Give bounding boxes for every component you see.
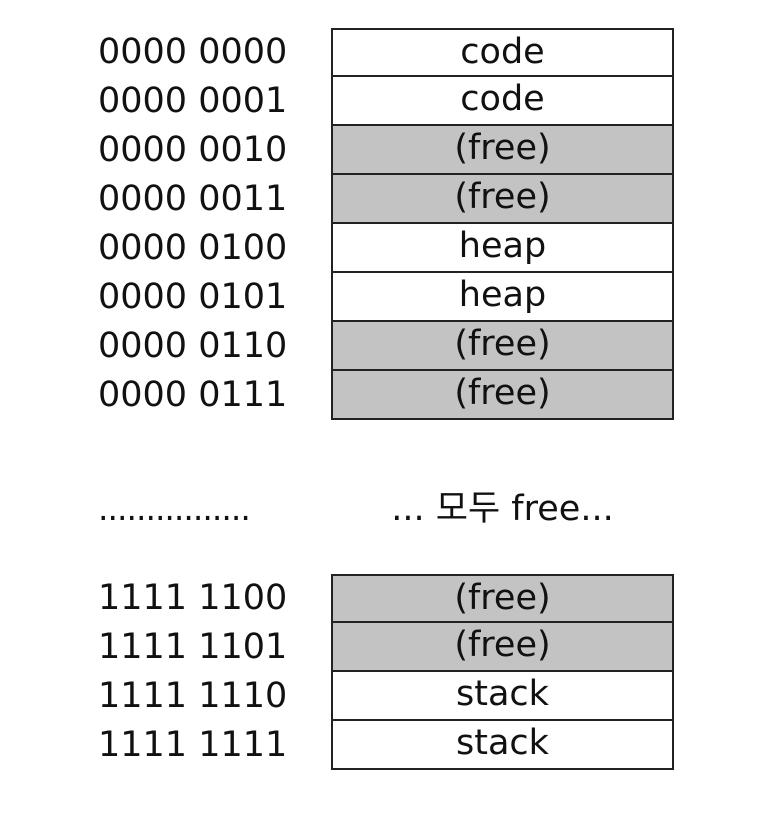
memory-cell-code: code <box>331 77 674 126</box>
address-label: 1111 1101 <box>98 627 288 667</box>
address-label: 1111 1100 <box>98 578 288 618</box>
memory-cell-free: (free) <box>331 623 674 672</box>
address-label: 0000 0001 <box>98 81 288 121</box>
address-label: 0000 0110 <box>98 326 288 366</box>
memory-cell-code: code <box>331 28 674 77</box>
memory-row: 0000 0111 (free) <box>0 371 762 420</box>
address-ellipsis: ................ <box>98 489 251 528</box>
memory-cell-free: (free) <box>331 126 674 175</box>
memory-map-bottom: 1111 1100 (free) 1111 1101 (free) 1111 1… <box>0 574 762 770</box>
memory-row: 0000 0010 (free) <box>0 126 762 175</box>
memory-row: 0000 0101 heap <box>0 273 762 322</box>
memory-row: 1111 1100 (free) <box>0 574 762 623</box>
memory-cell-heap: heap <box>331 273 674 322</box>
memory-row: 1111 1110 stack <box>0 672 762 721</box>
memory-cell-free: (free) <box>331 322 674 371</box>
memory-cell-free: (free) <box>331 371 674 420</box>
memory-row: 1111 1111 stack <box>0 721 762 770</box>
address-label: 1111 1111 <box>98 725 288 765</box>
memory-map-top: 0000 0000 code 0000 0001 code 0000 0010 … <box>0 28 762 420</box>
memory-cell-free: (free) <box>331 574 674 623</box>
memory-row: 1111 1101 (free) <box>0 623 762 672</box>
address-label: 0000 0111 <box>98 375 288 415</box>
memory-row: 0000 0011 (free) <box>0 175 762 224</box>
memory-cell-stack: stack <box>331 721 674 770</box>
memory-cell-stack: stack <box>331 672 674 721</box>
memory-cell-free: (free) <box>331 175 674 224</box>
omitted-range: ................ ... 모두 free... <box>0 484 762 534</box>
address-label: 0000 0101 <box>98 277 288 317</box>
memory-cell-heap: heap <box>331 224 674 273</box>
address-label: 0000 0010 <box>98 130 288 170</box>
address-label: 1111 1110 <box>98 676 288 716</box>
address-label: 0000 0011 <box>98 179 288 219</box>
memory-row: 0000 0000 code <box>0 28 762 77</box>
memory-row: 0000 0100 heap <box>0 224 762 273</box>
memory-row: 0000 0001 code <box>0 77 762 126</box>
address-label: 0000 0100 <box>98 228 288 268</box>
memory-row: 0000 0110 (free) <box>0 322 762 371</box>
omitted-range-label: ... 모두 free... <box>391 489 614 529</box>
address-label: 0000 0000 <box>98 32 288 72</box>
